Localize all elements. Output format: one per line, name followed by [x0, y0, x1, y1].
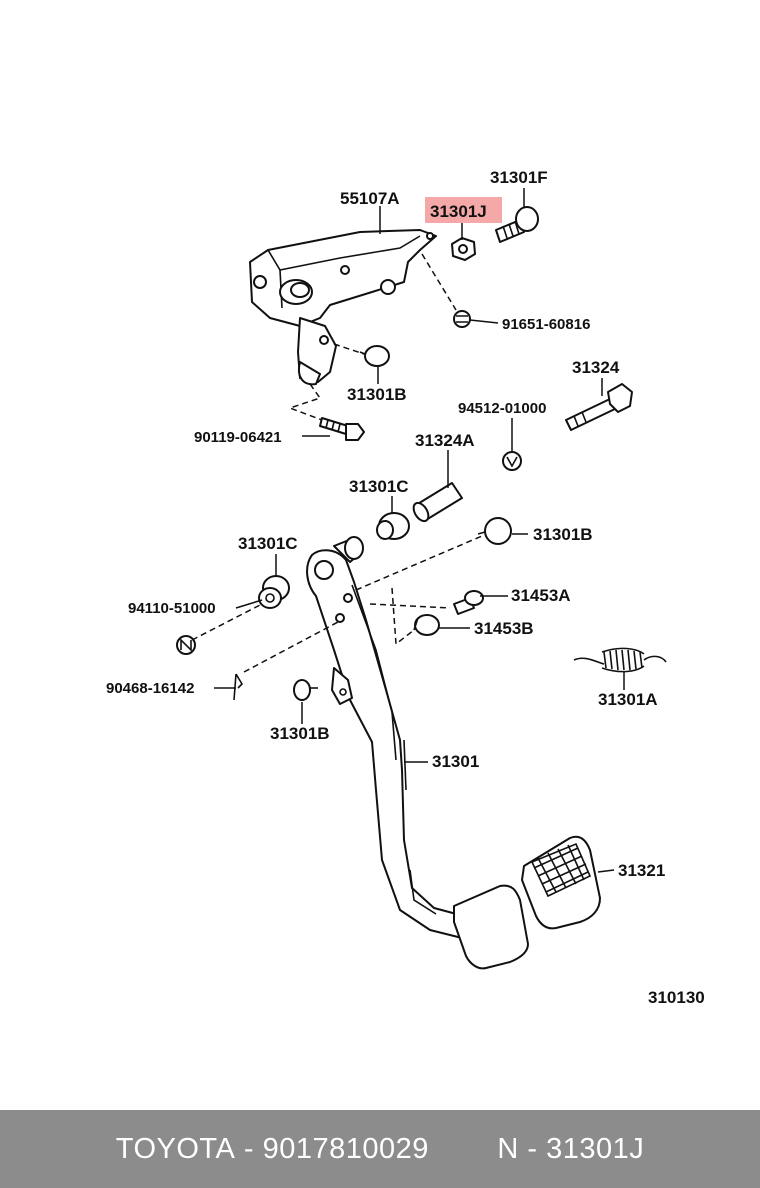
leader-lines: [214, 188, 625, 873]
separator: -: [235, 1132, 263, 1165]
prefix: N: [497, 1132, 519, 1165]
bushing-31301C-left: [258, 575, 290, 609]
label-31301C-mid: 31301C: [349, 477, 409, 496]
nut-94110: [176, 635, 196, 655]
separator: -: [518, 1132, 547, 1165]
label-94512-01000: 94512-01000: [458, 400, 546, 417]
figure-number: 310130: [648, 988, 705, 1007]
clip-31301B-mid: [477, 517, 512, 545]
label-31321: 31321: [618, 861, 665, 880]
label-31453B: 31453B: [474, 619, 534, 638]
label-90468-16142: 90468-16142: [106, 680, 194, 697]
label-31301J: 31301J: [430, 202, 487, 221]
spring-31301A: [573, 647, 667, 673]
label-31301F: 31301F: [490, 168, 548, 187]
brake-pedal-arm: [306, 536, 465, 939]
bushing-31301C-mid: [376, 512, 410, 540]
stopper-31453B: [413, 614, 440, 636]
pedal-pad-on-arm: [453, 884, 529, 970]
label-31324A: 31324A: [415, 431, 475, 450]
part-number: 9017810029: [262, 1132, 429, 1165]
bolt-90119: [319, 417, 365, 441]
label-55107A: 55107A: [340, 189, 400, 208]
highlight-box: [425, 197, 502, 223]
collar-31324A: [412, 482, 463, 523]
label-31301B-top: 31301B: [347, 385, 407, 404]
label-31301C-left: 31301C: [238, 534, 298, 553]
reference-code: 31301J: [546, 1132, 645, 1165]
pedal-pad-31321: [521, 835, 601, 930]
spacer: [429, 1133, 497, 1166]
clip-31301B-low: [293, 679, 318, 701]
pedal-support-bracket: [249, 229, 437, 386]
part-info-bar: TOYOTA - 9017810029 N - 31301J: [0, 1110, 760, 1188]
washer-94512: [502, 451, 522, 471]
label-31301B-low: 31301B: [270, 724, 330, 743]
callout-labels: 55107A 31301J 31301F 91651-60816 31301B …: [106, 168, 705, 1007]
bolt-31301F: [495, 206, 539, 243]
label-31301B-mid: 31301B: [533, 525, 593, 544]
label-91651-60816: 91651-60816: [502, 316, 590, 333]
assembly-lines: [191, 253, 483, 673]
washer-91651: [453, 310, 471, 328]
label-94110-51000: 94110-51000: [128, 600, 216, 617]
label-90119-06421: 90119-06421: [194, 429, 282, 446]
pin-90468: [233, 673, 244, 701]
bolt-31324: [565, 383, 633, 431]
label-31324: 31324: [572, 358, 620, 377]
brand-name: TOYOTA: [115, 1132, 236, 1165]
label-31301: 31301: [432, 752, 479, 771]
clip-31301B-top: [359, 345, 390, 367]
label-31301A: 31301A: [598, 690, 658, 709]
stopper-31453A: [453, 590, 484, 615]
label-31453A: 31453A: [511, 586, 571, 605]
nut-31301J: [451, 237, 476, 261]
parts-diagram: 55107A 31301J 31301F 91651-60816 31301B …: [106, 168, 705, 1007]
